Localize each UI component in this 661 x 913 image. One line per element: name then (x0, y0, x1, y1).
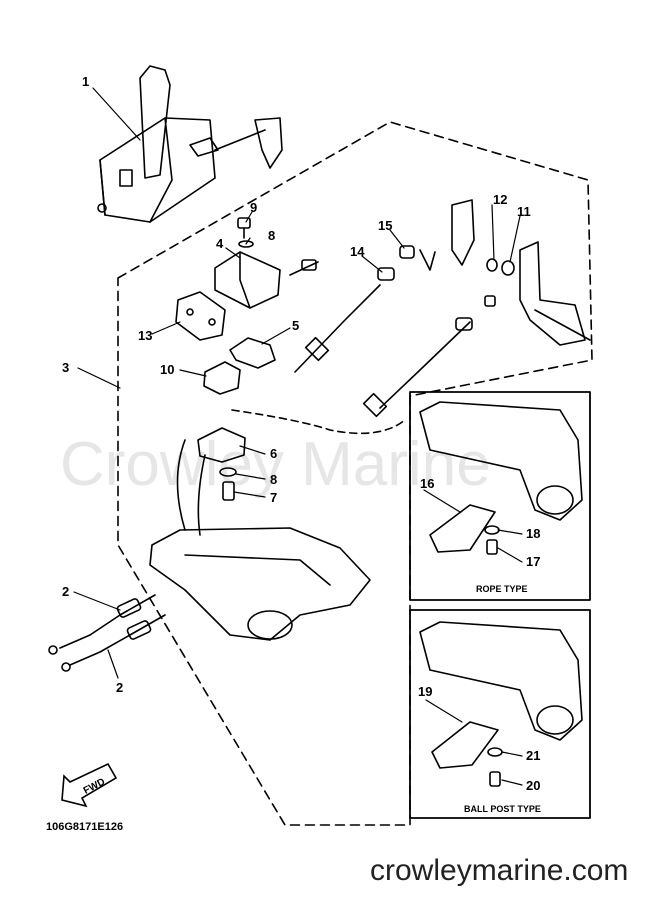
callout-7: 7 (270, 490, 277, 505)
callout-2-upper: 2 (62, 584, 69, 599)
callout-3: 3 (62, 360, 69, 375)
site-url[interactable]: crowleymarine.com (370, 854, 628, 887)
rope-type-cowling (419, 401, 583, 521)
cable-bracket (229, 337, 276, 369)
cable-clamp-upper (203, 361, 241, 395)
callout-16: 16 (420, 476, 434, 491)
rope-type-bracket (429, 504, 500, 555)
forward-arrow: FWD (61, 762, 118, 808)
callout-8-upper: 8 (268, 228, 275, 243)
callout-6: 6 (270, 446, 277, 461)
ball-post-type-bracket (431, 721, 503, 787)
callout-8-lower: 8 (270, 472, 277, 487)
control-cables (176, 284, 471, 536)
ball-post-type-cowling (419, 621, 583, 741)
callout-17: 17 (526, 554, 540, 569)
cable-clamp-lower (197, 427, 246, 501)
callout-12: 12 (493, 192, 507, 207)
callout-11: 11 (517, 204, 531, 219)
forward-arrow-label: FWD (82, 776, 107, 796)
callout-13: 13 (138, 328, 152, 343)
callout-21: 21 (526, 748, 540, 763)
rope-type-box (409, 391, 591, 601)
ball-post-type-caption: BALL POST TYPE (464, 804, 541, 814)
mounting-bracket (214, 217, 319, 309)
remote-control-box (97, 65, 283, 223)
adjuster-plate (175, 291, 226, 341)
bottom-cowling (149, 527, 371, 641)
callout-19: 19 (418, 684, 432, 699)
callout-2-lower: 2 (116, 680, 123, 695)
ball-post-type-box (409, 609, 591, 819)
callout-14: 14 (350, 244, 365, 259)
callout-20: 20 (526, 778, 540, 793)
callout-10: 10 (160, 362, 174, 377)
rope-type-caption: ROPE TYPE (476, 584, 528, 594)
cable-ends (48, 594, 166, 672)
cable-end-joints (377, 245, 496, 331)
callout-9: 9 (250, 200, 257, 215)
callout-leaders (73, 87, 523, 786)
diagram-part-code: 106G8171E126 (46, 821, 123, 833)
callout-18: 18 (526, 526, 540, 541)
callout-4: 4 (216, 236, 224, 251)
callout-15: 15 (378, 218, 392, 233)
watermark-text: Crowley Marine (60, 430, 491, 499)
shift-lever-linkage (451, 199, 591, 346)
callout-5: 5 (292, 318, 299, 333)
callout-1: 1 (82, 74, 89, 89)
